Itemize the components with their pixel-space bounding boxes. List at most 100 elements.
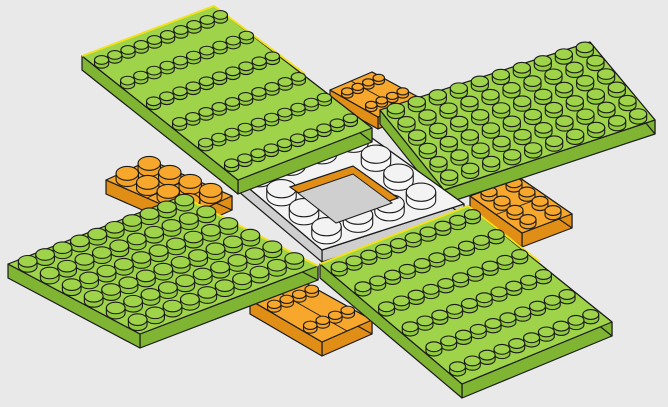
stud [187,51,201,64]
stud [147,36,161,49]
stud [238,154,252,167]
stud [514,96,531,111]
stud [246,248,265,265]
stud [200,46,214,59]
stud [123,215,142,232]
stud [408,290,424,304]
stud [545,102,562,117]
stud [472,110,489,125]
stud [278,78,292,91]
stud [447,304,463,318]
stud [429,90,446,105]
stud [363,79,374,89]
stud [115,258,134,275]
stud [521,275,537,289]
stud [215,280,234,297]
stud [186,113,200,126]
stud [398,117,415,132]
stud [430,157,447,172]
stud [225,98,239,111]
stud [343,114,357,127]
stud [198,287,217,304]
stud [121,46,135,59]
stud [525,143,542,158]
stud [158,201,177,218]
stud [556,116,573,131]
stud [93,247,112,264]
stud [186,82,200,95]
stud [75,254,94,271]
stud [193,268,212,285]
stud [479,350,495,364]
stud [108,51,122,64]
stud [461,130,478,145]
stud [199,138,213,151]
stud [132,252,151,269]
stud [137,270,156,287]
stud [71,235,90,252]
stud [587,89,604,104]
stud [329,311,342,323]
stud [503,83,520,98]
stud [453,273,469,287]
stud [116,166,138,186]
stud [441,170,458,185]
stud [159,282,178,299]
stud [408,96,425,111]
stud [553,321,569,335]
stud [450,215,466,229]
stud [268,259,287,276]
stud [213,72,227,85]
stud [134,41,148,54]
stud [544,295,560,309]
stud [53,242,72,259]
stud [304,129,318,142]
stud [304,321,317,333]
stud [482,123,499,138]
stud [493,103,510,118]
stud [128,314,147,331]
stud [251,149,265,162]
stud [451,150,468,165]
stud [417,316,433,330]
stud [278,108,292,121]
stud [520,215,536,229]
stud [95,56,109,69]
stud [451,116,468,131]
stud [211,261,230,278]
stud [524,109,541,124]
stud [577,76,594,91]
stud [500,313,516,327]
stud [450,362,466,376]
stud [464,356,480,370]
stud [265,113,279,126]
stud [187,21,201,34]
stud [473,235,489,249]
stud [566,62,583,77]
stud [226,36,240,49]
stud [206,243,225,260]
stud [444,247,460,261]
stud [476,293,492,307]
stud [488,230,504,244]
stud [202,224,221,241]
stud [429,253,445,267]
stud [598,69,615,84]
stud [167,238,186,255]
stud [341,306,354,318]
stud [200,183,222,203]
stud [482,89,499,104]
stud [409,130,426,145]
stud [36,249,55,266]
stud [225,128,239,141]
stud [538,327,554,341]
stud [171,257,190,274]
stud [212,133,226,146]
stud [138,156,160,176]
stud [317,124,331,137]
stud [226,67,240,80]
stud [147,97,161,110]
stud [285,253,304,270]
stud [280,295,293,307]
